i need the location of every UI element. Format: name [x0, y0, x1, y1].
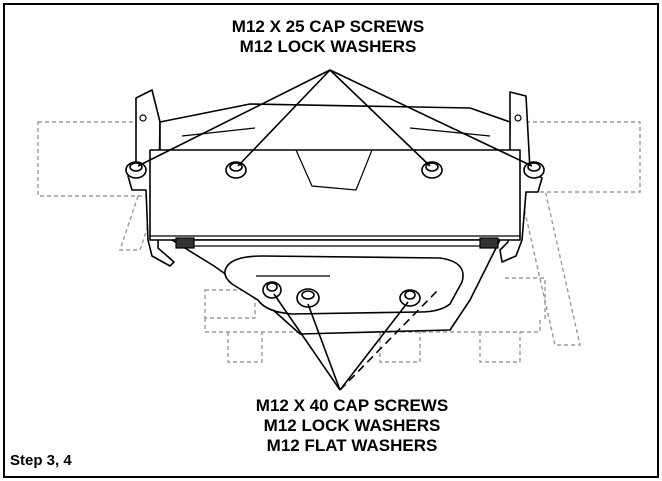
- leader-lower-hidden: [339, 287, 441, 391]
- callout-line: M12 LOCK WASHERS: [263, 416, 441, 435]
- leader-upper-center-left: [237, 69, 331, 167]
- phantom-rail-right: [519, 189, 581, 346]
- bracket-details: [139, 114, 522, 277]
- phantom-lower-bar: [204, 318, 541, 333]
- front-plate: [149, 149, 521, 241]
- leader-lines: [137, 69, 533, 391]
- tray-tab-right: [479, 237, 499, 249]
- callout-line: M12 X 25 CAP SCREWS: [231, 17, 425, 36]
- bracket: [127, 89, 543, 335]
- screw-lower-right: [399, 289, 421, 307]
- leader-upper-center-right: [329, 69, 431, 167]
- inner-fold-line-right: [409, 127, 491, 137]
- step-label: Step 3, 4: [10, 452, 72, 469]
- left-plate-hole: [139, 114, 147, 122]
- bottom-fastener-callout: M12 X 40 CAP SCREWS M12 LOCK WASHERS M12…: [202, 396, 502, 456]
- screw-upper-center-left: [225, 161, 247, 179]
- leader-upper-left: [137, 69, 331, 167]
- screw-lower-left: [262, 281, 282, 299]
- tray-tab-left: [175, 237, 195, 249]
- phantom-leg-right: [479, 332, 521, 363]
- phantom-leg-left: [227, 332, 263, 363]
- top-fastener-callout: M12 X 25 CAP SCREWS M12 LOCK WASHERS: [178, 17, 478, 57]
- leader-lower-right: [339, 301, 409, 391]
- leader-lower-center: [307, 303, 341, 391]
- leader-upper-right: [329, 69, 533, 167]
- callout-line: M12 X 40 CAP SCREWS: [255, 396, 449, 415]
- notch-outline: [295, 149, 373, 191]
- phantom-leg-center: [379, 332, 421, 363]
- screw-lower-center: [296, 288, 320, 308]
- screw-upper-left: [125, 161, 147, 179]
- leader-lower-left: [273, 293, 341, 391]
- phantom-frame: [37, 121, 641, 363]
- phantom-bar-right: [505, 277, 546, 320]
- phantom-lower-bar-left: [204, 289, 256, 319]
- callout-line: M12 LOCK WASHERS: [239, 37, 417, 56]
- callout-line: M12 FLAT WASHERS: [266, 436, 438, 455]
- right-plate-hole: [514, 114, 522, 122]
- inner-fold-line: [181, 127, 256, 137]
- cap-screws: [125, 161, 545, 308]
- screw-upper-center-right: [421, 161, 443, 179]
- lower-slot: [224, 255, 464, 315]
